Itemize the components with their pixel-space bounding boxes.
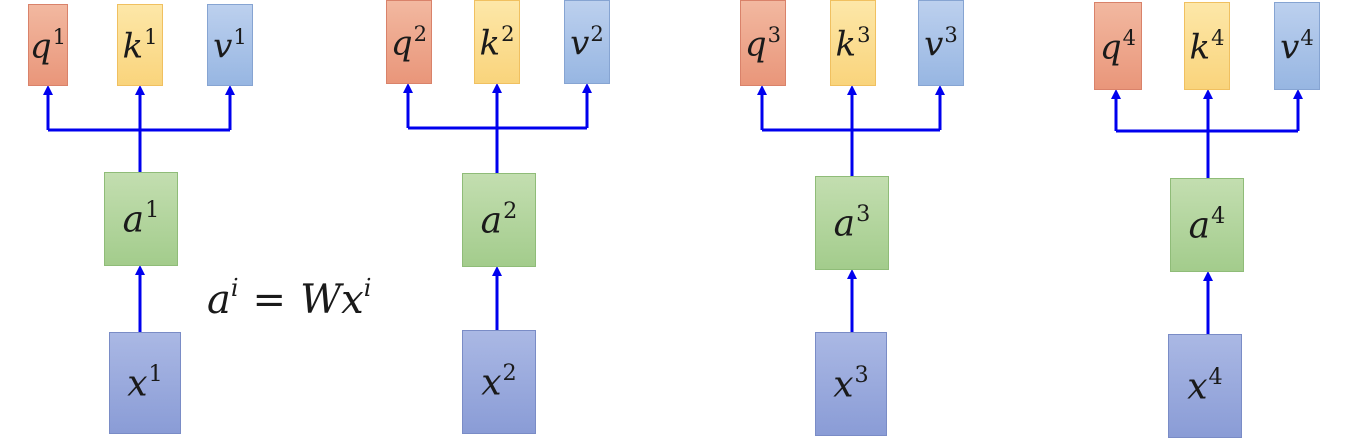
input-label-4: x4 xyxy=(1187,364,1223,408)
value-label-3: v3 xyxy=(924,22,958,65)
embedding-box-2: a2 xyxy=(462,173,536,267)
key-box-4: k4 xyxy=(1184,2,1230,90)
query-box-4: q4 xyxy=(1094,2,1142,90)
value-box-2: v2 xyxy=(564,0,610,84)
input-box-1: x1 xyxy=(109,332,181,434)
value-box-1: v1 xyxy=(207,4,253,86)
embedding-label-4: a4 xyxy=(1188,203,1226,247)
input-label-1: x1 xyxy=(127,361,163,405)
key-label-1: k1 xyxy=(122,24,158,67)
query-box-2: q2 xyxy=(386,0,432,84)
input-box-2: x2 xyxy=(462,330,536,434)
key-label-4: k4 xyxy=(1189,25,1225,68)
embedding-box-4: a4 xyxy=(1170,178,1244,272)
input-box-4: x4 xyxy=(1168,334,1242,438)
value-label-1: v1 xyxy=(213,24,247,67)
input-label-2: x2 xyxy=(481,360,517,404)
value-box-3: v3 xyxy=(918,0,964,86)
query-label-3: q3 xyxy=(744,22,782,65)
query-label-4: q4 xyxy=(1099,25,1137,68)
key-label-3: k3 xyxy=(835,22,871,65)
value-label-4: v4 xyxy=(1280,25,1314,68)
value-label-2: v2 xyxy=(570,21,604,64)
input-box-3: x3 xyxy=(815,332,887,436)
key-label-2: k2 xyxy=(479,21,515,64)
value-box-4: v4 xyxy=(1274,2,1320,90)
key-box-1: k1 xyxy=(117,4,163,86)
embedding-box-1: a1 xyxy=(104,172,178,266)
query-box-3: q3 xyxy=(740,0,786,86)
embedding-formula: ai=Wxi xyxy=(207,274,372,323)
embedding-label-1: a1 xyxy=(122,197,160,241)
query-label-2: q2 xyxy=(390,21,428,64)
input-label-3: x3 xyxy=(833,362,869,406)
query-box-1: q1 xyxy=(28,4,68,86)
key-box-2: k2 xyxy=(474,0,520,84)
query-label-1: q1 xyxy=(29,24,67,67)
embedding-label-2: a2 xyxy=(480,198,518,242)
embedding-box-3: a3 xyxy=(815,176,889,270)
embedding-label-3: a3 xyxy=(833,201,871,245)
key-box-3: k3 xyxy=(830,0,876,86)
